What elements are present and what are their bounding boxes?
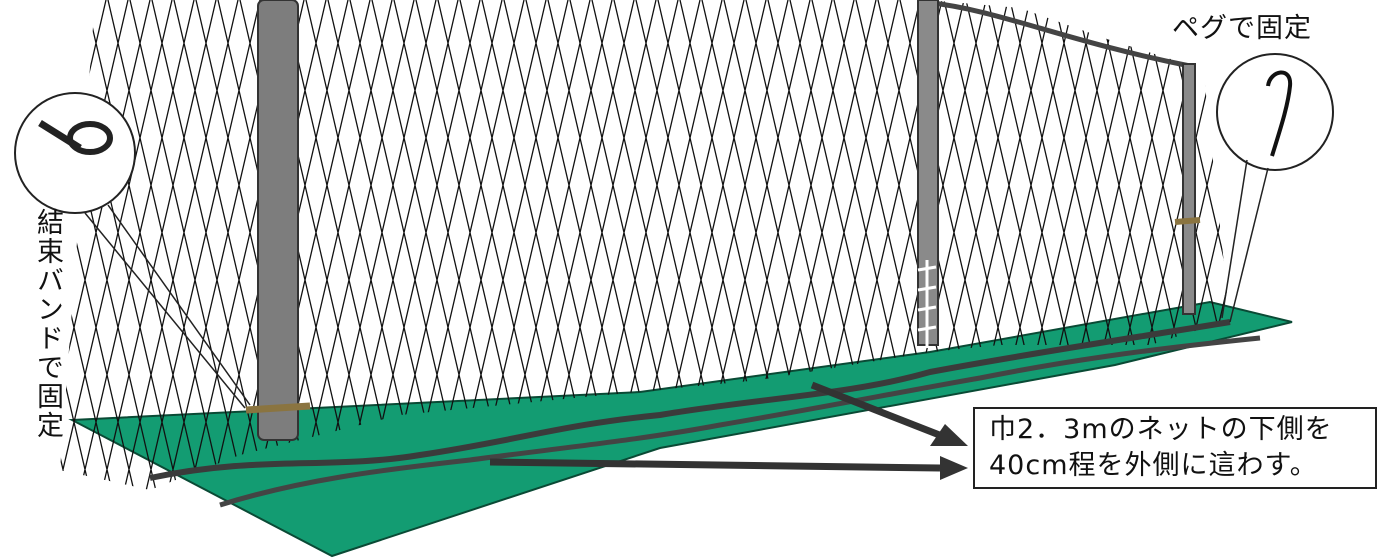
note-box: 巾2．3mのネットの下側を 40cm程を外側に這わす。 xyxy=(973,407,1377,489)
net-top-rope xyxy=(925,2,1190,66)
cable-tie-left xyxy=(246,406,310,410)
cable-tie-label: 結束バンドで固定 xyxy=(28,208,67,440)
peg-label: ペグで固定 xyxy=(1172,6,1312,45)
cable-tie-right xyxy=(1175,220,1200,222)
pole-left xyxy=(258,0,298,440)
peg-leader xyxy=(1230,168,1268,322)
cable-tie-leader xyxy=(85,213,245,408)
peg-leader xyxy=(1222,160,1247,318)
note-line-1: 巾2．3mのネットの下側を xyxy=(989,412,1375,448)
pole-right xyxy=(1183,64,1195,314)
note-line-2: 40cm程を外側に這わす。 xyxy=(989,448,1375,484)
cable-tie-callout-circle xyxy=(15,93,135,213)
